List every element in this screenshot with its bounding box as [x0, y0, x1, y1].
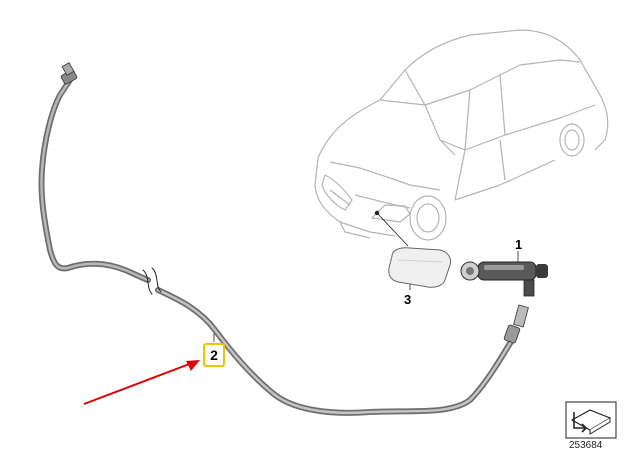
part-label-1: 1 — [515, 237, 523, 252]
car-outline — [314, 29, 609, 241]
part-label-3: 3 — [404, 292, 412, 307]
washer-nozzle — [460, 261, 548, 297]
part-label-2-highlighted[interactable]: 2 — [203, 343, 225, 367]
pointer-arrow — [83, 360, 200, 405]
document-id: 253684 — [569, 440, 603, 451]
washer-hose — [38, 62, 529, 416]
parts-catalog-corner-icon — [565, 401, 617, 439]
cover-cap — [388, 247, 451, 288]
